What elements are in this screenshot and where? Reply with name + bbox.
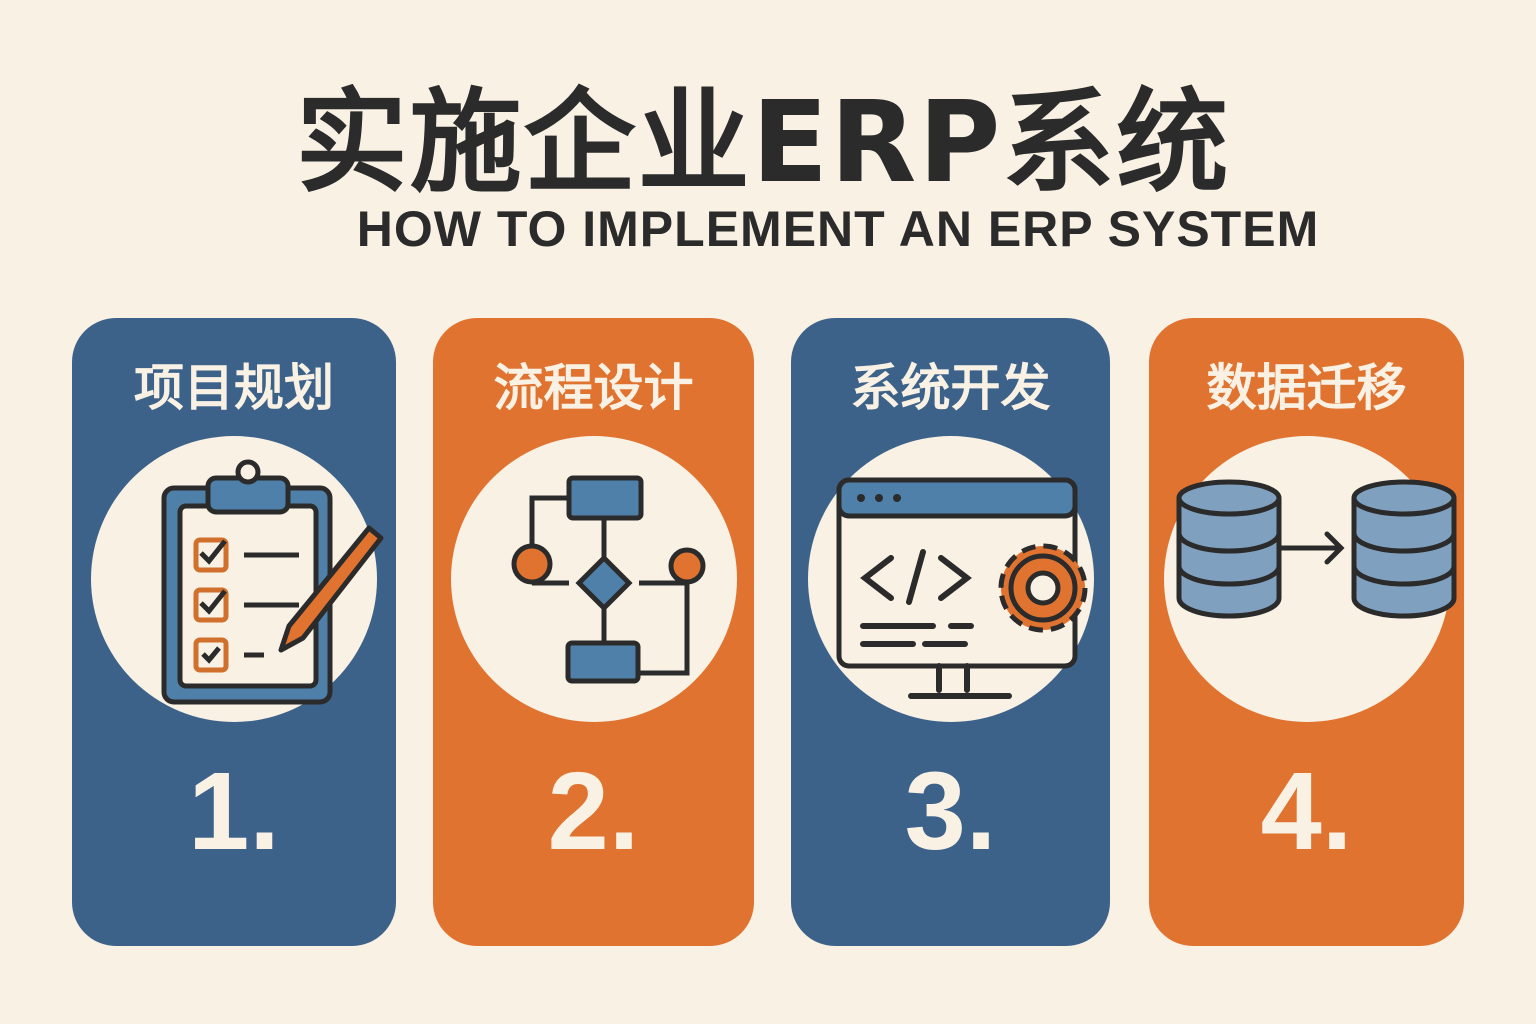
step-number: 4. <box>1260 750 1353 873</box>
step-card-3: 系统开发 3. <box>791 318 1110 946</box>
database-transfer-icon <box>1176 479 1456 619</box>
flowchart-icon <box>511 475 705 684</box>
step-title: 数据迁移 <box>1206 359 1407 417</box>
clipboard-checklist-pencil-icon <box>161 459 384 705</box>
page-subtitle: HOW TO IMPLEMENT AN ERP SYSTEM <box>356 201 1320 257</box>
step-card-4: 数据迁移 4. <box>1149 318 1464 946</box>
step-number: 2. <box>547 750 640 873</box>
step-title: 项目规划 <box>134 359 334 417</box>
step-card-2: 流程设计 2. <box>433 318 754 946</box>
step-card-1: 项目规划 1. <box>72 318 396 946</box>
step-title: 系统开发 <box>850 359 1051 417</box>
step-title: 流程设计 <box>493 359 694 417</box>
code-monitor-gear-icon <box>836 477 1087 699</box>
page-title: 实施企业ERP系统 <box>295 78 1231 208</box>
step-number: 1. <box>188 750 280 873</box>
step-number: 3. <box>904 750 997 873</box>
